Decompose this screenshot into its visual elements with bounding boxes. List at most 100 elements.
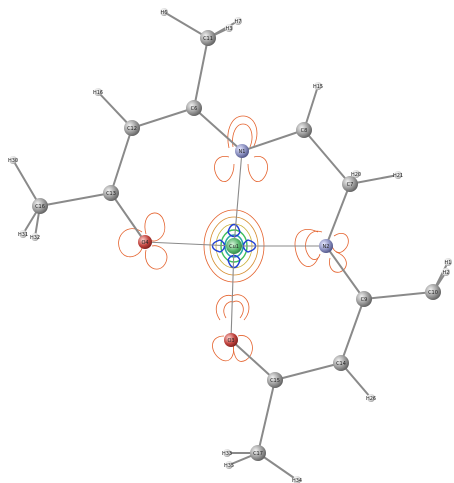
- atom-sphere: [226, 238, 242, 254]
- atom-label: N1: [239, 149, 246, 155]
- atom-h6[interactable]: H6: [160, 8, 168, 16]
- atom-sphere: [250, 445, 266, 461]
- atom-o4[interactable]: O4: [138, 235, 152, 249]
- atom-c11[interactable]: C11: [200, 30, 216, 46]
- bond-c6-n1: [193, 107, 243, 152]
- atom-label: H30: [8, 158, 18, 164]
- atom-label: H2: [443, 270, 450, 276]
- bond-c7-n2: [325, 183, 351, 247]
- atom-label: Cu1: [229, 244, 239, 250]
- atom-sphere: [352, 170, 360, 178]
- atom-label: H33: [222, 451, 232, 457]
- atom-o3[interactable]: O3: [224, 333, 238, 347]
- atom-label: H20: [351, 172, 361, 178]
- atom-sphere: [225, 24, 233, 32]
- atom-sphere: [333, 355, 349, 371]
- atom-c15[interactable]: C15: [267, 372, 283, 388]
- atom-h34[interactable]: H34: [292, 476, 302, 483]
- bond-c6-c12: [131, 107, 195, 129]
- atom-c14[interactable]: C14: [333, 355, 349, 371]
- atom-c13[interactable]: C13: [103, 185, 119, 201]
- atom-label: H31: [18, 232, 28, 238]
- atom-h32[interactable]: H32: [30, 233, 40, 241]
- atom-label: H7: [235, 19, 242, 25]
- bond-c13-c16: [39, 192, 112, 207]
- atom-n1[interactable]: N1: [235, 144, 249, 158]
- atom-cu1[interactable]: Cu1: [226, 238, 242, 254]
- atom-h15[interactable]: H15: [313, 82, 323, 90]
- bond-o4-cu1: [144, 241, 235, 247]
- atom-sphere: [186, 100, 202, 116]
- atom-h26[interactable]: H26: [366, 394, 376, 402]
- atom-sphere: [103, 185, 119, 201]
- atom-sphere: [367, 394, 375, 402]
- atom-label: C11: [203, 36, 213, 42]
- atom-label: H35: [224, 463, 234, 469]
- atom-sphere: [224, 333, 238, 347]
- atom-label: C17: [253, 451, 263, 457]
- atom-c17[interactable]: C17: [250, 445, 266, 461]
- atom-h30[interactable]: H30: [8, 156, 18, 164]
- atom-h33[interactable]: H33: [222, 449, 232, 457]
- atom-sphere: [444, 258, 452, 266]
- atom-label: C8: [301, 128, 308, 134]
- atom-sphere: [235, 144, 249, 158]
- atom-n2[interactable]: N2: [319, 239, 333, 253]
- atom-h35[interactable]: H35: [224, 461, 234, 469]
- atom-h7[interactable]: H7: [234, 17, 242, 25]
- atom-sphere: [31, 233, 39, 241]
- atom-label: C13: [106, 191, 116, 197]
- bond-n2-c9: [325, 245, 365, 300]
- atom-h21[interactable]: H21: [393, 171, 403, 179]
- atom-sphere: [319, 239, 333, 253]
- atom-sphere: [9, 156, 17, 164]
- atom-sphere: [223, 449, 231, 457]
- atom-h20[interactable]: H20: [351, 170, 361, 178]
- bond-o3-cu1: [230, 245, 235, 341]
- atom-label: C10: [428, 290, 438, 296]
- atom-sphere: [160, 8, 168, 16]
- atom-sphere: [342, 176, 358, 192]
- bond-c7-h21: [349, 174, 399, 185]
- atom-c16[interactable]: C16: [32, 198, 48, 214]
- density-contours: [118, 115, 349, 362]
- atom-c6[interactable]: C6: [186, 100, 202, 116]
- atom-label: N2: [323, 244, 330, 250]
- atom-c7[interactable]: C7: [342, 176, 358, 192]
- atom-sphere: [32, 198, 48, 214]
- atom-c9[interactable]: C9: [356, 291, 372, 307]
- atom-label: H16: [93, 90, 103, 96]
- atom-h3[interactable]: H3: [225, 24, 233, 32]
- bond-c15-o3: [230, 339, 276, 381]
- atom-label: H1: [445, 260, 452, 266]
- atom-label: H34: [292, 478, 302, 483]
- atom-h2[interactable]: H2: [442, 268, 450, 276]
- atom-label: C7: [347, 182, 354, 188]
- atom-sphere: [200, 30, 216, 46]
- atom-label: C16: [35, 204, 45, 210]
- atom-label: H26: [366, 396, 376, 402]
- atom-label: C12: [127, 126, 137, 132]
- atom-sphere: [394, 171, 402, 179]
- atom-sphere: [296, 122, 312, 138]
- atom-h16[interactable]: H16: [93, 88, 103, 96]
- bond-c14-c15: [274, 362, 342, 381]
- bond-c13-o4: [110, 192, 146, 243]
- atom-c10[interactable]: C10: [425, 284, 441, 300]
- atom-h1[interactable]: H1: [444, 258, 452, 266]
- atom-sphere: [225, 461, 233, 469]
- atom-sphere: [19, 230, 27, 238]
- bond-n1-c8: [241, 129, 305, 152]
- bond-h6-c11: [163, 11, 209, 39]
- atom-sphere: [425, 284, 441, 300]
- atom-h31[interactable]: H31: [18, 230, 28, 238]
- atom-label: O4: [141, 240, 148, 246]
- bond-c9-c10: [363, 291, 434, 300]
- bond-c11-c6: [193, 37, 209, 109]
- atom-sphere: [94, 88, 102, 96]
- atom-c8[interactable]: C8: [296, 122, 312, 138]
- atom-c12[interactable]: C12: [124, 120, 140, 136]
